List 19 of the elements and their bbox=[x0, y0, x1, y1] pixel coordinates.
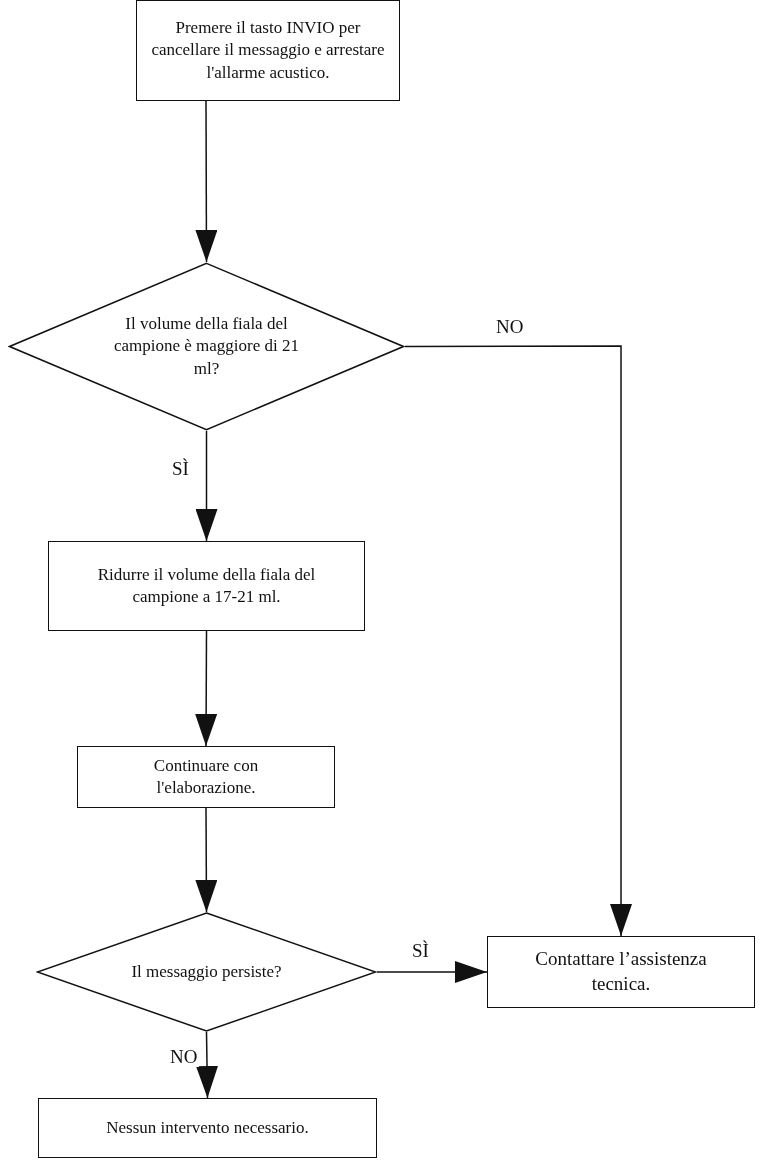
arrow bbox=[195, 100, 218, 263]
arrow bbox=[196, 1031, 218, 1099]
arrow bbox=[404, 345, 632, 937]
node-text: Il messaggio persiste? bbox=[131, 960, 282, 983]
process-box bbox=[38, 1098, 377, 1158]
process-box bbox=[77, 746, 335, 808]
node-text: Continuare con l'elaborazione. bbox=[152, 754, 260, 799]
node-text: Nessun intervento necessario. bbox=[106, 1116, 309, 1139]
node-text: Contattare l’assistenza tecnica. bbox=[534, 947, 708, 996]
arrow bbox=[195, 807, 218, 913]
process-box bbox=[136, 0, 400, 101]
node-text: Premere il tasto INVIO per cancellare il messaggio e arrestare l'allarme acustico. bbox=[151, 17, 385, 84]
node-text: Ridurre il volume della fiala del campione a 17-21 ml. bbox=[96, 563, 317, 608]
arrow bbox=[376, 961, 488, 983]
node-text: Il volume della fiala del campione è maggiore di 21 ml? bbox=[112, 313, 301, 380]
process-box bbox=[48, 541, 365, 631]
arrow bbox=[195, 430, 218, 542]
arrow bbox=[195, 630, 218, 747]
process-box bbox=[487, 936, 755, 1008]
